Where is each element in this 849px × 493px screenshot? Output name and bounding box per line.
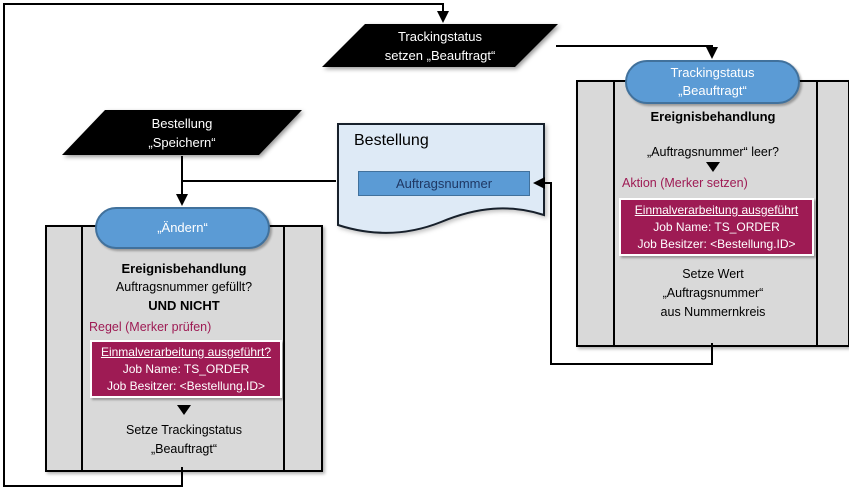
trigger-line: Bestellung (151, 115, 213, 131)
marker-job-name: Job Name: TS_ORDER (122, 362, 250, 376)
marker-job-owner: Job Besitzer: <Bestellung.ID> (106, 379, 266, 393)
pill-trackingstatus-beauftragt: Trackingstatus „Beauftragt“ (625, 60, 800, 104)
rule-label: Regel (Merker prüfen) (89, 320, 212, 334)
marker-title: Einmalverarbeitung ausgeführt (634, 203, 799, 217)
auftragsnummer-field-label: Auftragsnummer (395, 176, 493, 191)
result-text: Setze Trackingstatus „Beauftragt“ (125, 423, 243, 456)
right-module-ereignisbehandlung: Ereignisbehandlung „Auftragsnummer“ leer… (576, 80, 849, 347)
condition-text: „Auftragsnummer“ leer? (647, 145, 779, 159)
operator-text: UND NICHT (148, 298, 220, 313)
lane-divider (816, 82, 818, 345)
flow-arrow-icon (177, 405, 191, 415)
trigger-line: Trackingstatus (397, 28, 483, 44)
auftragsnummer-field: Auftragsnummer (358, 171, 530, 196)
parallelogram-shape: Trackingstatus setzen „Beauftragt“ (322, 24, 558, 67)
result-text: Setze Wert „Auftragsnummer“ aus Nummernk… (660, 267, 766, 319)
trigger-trackingstatus-setzen: Trackingstatus setzen „Beauftragt“ (322, 24, 558, 67)
section-header: Ereignisbehandlung (121, 261, 247, 276)
document-bestellung: Bestellung Auftragsnummer (337, 123, 545, 249)
marker-box-aktion: Einmalverarbeitung ausgeführt Job Name: … (619, 198, 814, 256)
parallelogram-shape: Bestellung „Speichern“ (62, 110, 302, 155)
marker-job-owner: Job Besitzer: <Bestellung.ID> (637, 237, 796, 251)
condition-text: Auftragsnummer gefüllt? (115, 280, 253, 294)
trigger-line: setzen „Beauftragt“ (384, 47, 496, 63)
marker-job-name: Job Name: TS_ORDER (653, 220, 780, 234)
section-header: Ereignisbehandlung (650, 109, 776, 124)
action-label: Aktion (Merker setzen) (622, 176, 748, 190)
document-title: Bestellung (354, 132, 429, 149)
flow-arrow-icon (706, 162, 720, 172)
marker-title: Einmalverarbeitung ausgeführt? (100, 345, 272, 359)
pill-aendern: „Ändern“ (95, 207, 270, 249)
trigger-bestellung-speichern: Bestellung „Speichern“ (62, 110, 302, 155)
top-to-right-module-connector (556, 45, 718, 59)
trigger-line: „Speichern“ (148, 134, 216, 150)
marker-box-regel: Einmalverarbeitung ausgeführt? Job Name:… (90, 340, 282, 398)
left-module-ereignisbehandlung: Ereignisbehandlung Auftragsnummer gefüll… (45, 225, 323, 472)
